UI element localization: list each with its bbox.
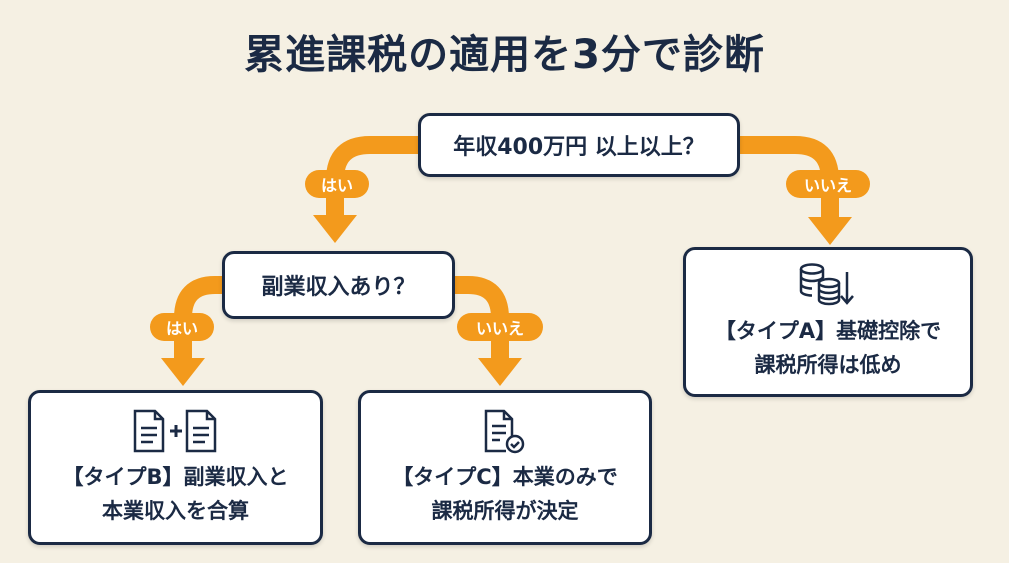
arrowhead-root-yes xyxy=(313,215,357,243)
result-a-line2: 課税所得は低め xyxy=(754,353,902,377)
result-type-a: 【タイプA】基礎控除で 課税所得は低め xyxy=(683,247,973,397)
document-check-icon xyxy=(484,409,525,453)
label-second-no: いいえ xyxy=(457,313,543,341)
result-b-line2: 本業収入を合算 xyxy=(102,498,249,523)
arrowhead-root-no xyxy=(808,217,852,245)
arrowhead-second-yes xyxy=(161,358,205,386)
label-root-yes: はい xyxy=(305,170,369,198)
result-c-line2: 課税所得が決定 xyxy=(431,498,579,523)
arrowhead-second-no xyxy=(478,358,522,386)
label-root-no: いいえ xyxy=(786,170,870,198)
coins-down-icon xyxy=(799,263,854,306)
result-c-line1: 【タイプC】本業のみで xyxy=(392,464,618,489)
page-title: 累進課税の適用を3分で診断 xyxy=(244,32,765,78)
label-second-yes: はい xyxy=(150,313,214,341)
second-question-node: 副業収入あり？ xyxy=(222,251,455,319)
root-question-node: 年収400万円 以上以上？ xyxy=(418,113,740,177)
second-question-text: 副業収入あり？ xyxy=(261,275,416,300)
result-b-line1: 【タイプB】副業収入と xyxy=(62,464,289,489)
documents-plus-icon xyxy=(133,409,216,452)
result-a-line1: 【タイプA】基礎控除で xyxy=(714,319,942,343)
root-question-text: 年収400万円 以上以上？ xyxy=(453,135,705,160)
result-type-b: 【タイプB】副業収入と 本業収入を合算 xyxy=(28,390,323,545)
result-type-c: 【タイプC】本業のみで 課税所得が決定 xyxy=(358,390,652,545)
